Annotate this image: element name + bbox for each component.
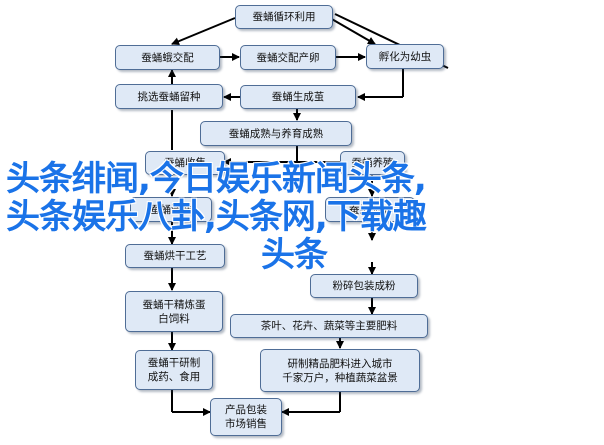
node-fertilizer: 研制精品肥料进入城市千家万户，种植蔬菜盆景: [260, 349, 420, 392]
node-label: 茶叶、花卉、蔬菜等主要肥料: [260, 320, 398, 332]
node-label: 蚕蛹交配产卵: [256, 51, 320, 64]
arrow-top-to-hatch: [329, 17, 376, 45]
node-label-line-2: 千家万户，种植蔬菜盆景: [282, 371, 398, 384]
node-label: 蚕蛹蛾交配: [141, 51, 194, 64]
node-label-line-1: 产品包装: [225, 404, 267, 416]
node-moth-mating: 蚕蛹蛾交配: [115, 45, 220, 70]
node-label: 蚕蛹成熟与养育成熟: [228, 127, 324, 140]
node-silkworm-farm: 蚕蛹养殖: [340, 151, 405, 175]
headline-overlay[interactable]: 头条绯闻,今日娱乐新闻头条, 头条娱乐八卦,头条网,下载趣 头条: [6, 160, 596, 274]
node-process: 蚕蛹加工: [325, 197, 415, 222]
headline-line-1[interactable]: 头条绯闻,今日娱乐新闻头条,: [6, 159, 427, 199]
node-recycle-top: 蚕蛹循环利用: [235, 5, 333, 29]
node-mating-lay: 蚕蛹交配产卵: [240, 45, 336, 70]
node-label-line-2: 市场销售: [225, 418, 267, 430]
headline-line-2[interactable]: 头条娱乐八卦,头条网,下载趣: [6, 197, 427, 237]
node-label-line-2: 成药、食用: [147, 371, 201, 383]
node-clean: 蚕蛹清洗: [130, 197, 212, 222]
node-label: 蚕蛹烘干工艺: [143, 250, 207, 262]
node-pack-sell: 产品包装市场销售: [210, 398, 282, 436]
headline-line-3[interactable]: 头条: [261, 235, 328, 275]
node-label: 蚕蛹清洗: [150, 203, 192, 216]
arrow-top-to-moth: [171, 17, 236, 46]
node-cocoon: 蚕蛹生成茧: [240, 85, 356, 109]
node-label: 粉碎包装成粉: [332, 280, 396, 292]
node-grow-mature: 蚕蛹成熟与养育成熟: [200, 121, 352, 146]
node-collect: 蚕蛹收集: [145, 151, 225, 175]
node-label: 蚕蛹生成茧: [271, 91, 325, 103]
node-label: 蚕蛹养殖: [351, 157, 394, 169]
node-label-line-1: 蚕蛹干研制: [147, 357, 201, 369]
node-grind-pack: 粉碎包装成粉: [310, 274, 418, 298]
node-label: 蚕蛹加工: [349, 203, 391, 216]
node-refine: 蚕蛹干精炼蛋白饲料: [125, 291, 223, 332]
node-tea-fert: 茶叶、花卉、蔬菜等主要肥料: [230, 314, 428, 338]
node-label: 蚕蛹循环利用: [252, 11, 316, 23]
node-label: 孵化为幼虫: [378, 50, 432, 63]
node-hatch-larva: 孵化为幼虫: [366, 44, 444, 69]
node-label-line-2: 白饲料: [158, 312, 190, 325]
node-label: 蚕蛹收集: [164, 157, 206, 169]
node-label-line-1: 蚕蛹干精炼蛋: [142, 298, 206, 311]
node-label-line-1: 研制精品肥料进入城市: [287, 357, 393, 370]
node-select-seed: 挑选蚕蛹留种: [115, 84, 223, 109]
node-label: 挑选蚕蛹留种: [137, 90, 201, 103]
node-dry: 蚕蛹烘干工艺: [125, 244, 225, 268]
node-food: 蚕蛹干研制成药、食用: [135, 350, 213, 390]
